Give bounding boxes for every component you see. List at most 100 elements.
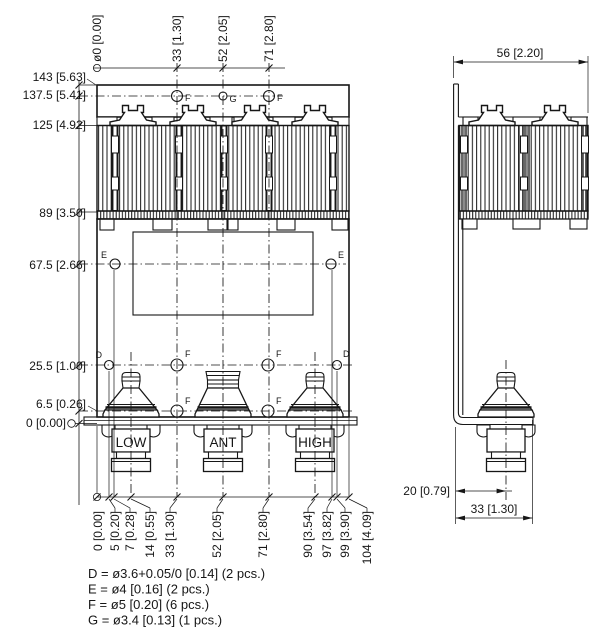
bottom-dim-ticks — [93, 493, 368, 512]
left-dim-label: 6.5 [0.26] — [36, 397, 86, 411]
top-dim-label: 33 [1.30] — [170, 15, 184, 62]
dim-jog-leader — [336, 498, 346, 509]
separator-slot — [175, 176, 183, 191]
top-dim-label: ø0 [0.00] — [90, 15, 104, 62]
dim-tick — [75, 81, 83, 89]
bottom-dim-label: 97 [3.82] — [320, 511, 334, 558]
hole-marker-f: F — [185, 349, 191, 359]
heatsink-clamp — [109, 104, 157, 127]
dim-jog-leader — [326, 498, 333, 509]
dim-jog-leader — [169, 498, 178, 509]
dim-tick — [110, 493, 118, 501]
left-dim-label: 125 [4.92] — [33, 118, 86, 132]
dim-jog-leader — [108, 498, 116, 509]
side-offset-dim — [455, 427, 512, 499]
left-dim-ticks — [75, 81, 83, 428]
datum-circle — [93, 64, 102, 73]
hole-marker-d: D — [96, 350, 103, 360]
bottom-dim-label: 0 [0.00] — [91, 511, 105, 551]
centerlines — [79, 63, 507, 500]
separator-slot — [329, 135, 337, 154]
separator-slot — [111, 176, 119, 191]
bottom-dim-label: 52 [2.05] — [210, 511, 224, 558]
dim-tick — [105, 493, 113, 501]
left-dim-label: 67.5 [2.66] — [29, 258, 86, 272]
hole-marker-d: D — [343, 349, 350, 359]
dim-tick — [265, 493, 273, 501]
heatsink-clamp — [231, 104, 279, 127]
dim-tick — [75, 361, 83, 369]
bottom-dim-label: 99 [3.90] — [338, 511, 352, 558]
separator-slot — [220, 135, 228, 154]
legend-line-e: E = ø4 [0.16] (2 pcs.) — [88, 582, 210, 597]
left-dim-label: 0 [0.00] — [26, 416, 66, 430]
side-width-dim-label: 56 [2.20] — [497, 46, 544, 60]
hole-marker-f: F — [185, 396, 191, 406]
separator-slot — [460, 135, 468, 154]
dim-tick — [345, 493, 353, 501]
dim-jog-leader — [348, 498, 368, 509]
dim-tick — [219, 493, 227, 501]
dim-tick — [75, 419, 83, 428]
heatsink-clamp — [291, 104, 339, 127]
side-depth-dim-label: 33 [1.30] — [471, 502, 518, 516]
hole-marker-e: E — [101, 250, 107, 260]
dim-tick — [173, 64, 181, 72]
bracket-base-plate — [83, 416, 358, 426]
dim-tick — [219, 64, 227, 72]
separator-slot — [581, 135, 589, 154]
legend-line-d: D = ø3.6+0.05/0 [0.14] (2 pcs.) — [88, 566, 265, 581]
separator-slot — [581, 176, 589, 191]
dim-tick — [75, 92, 83, 100]
dim-tick — [75, 260, 83, 268]
left-dim-label: 143 [5.63] — [33, 70, 86, 84]
hole-marker-f: F — [185, 93, 191, 103]
side-depth-dim — [455, 420, 533, 524]
bottom-dim-label: 104 [4.09] — [360, 511, 374, 564]
hole-marker-f: F — [276, 396, 282, 406]
bottom-dim-label: 71 [2.80] — [256, 511, 270, 558]
front-view: LOW ANT HIGH F G F E E D D F F F F — [83, 84, 358, 473]
separator-slot — [220, 176, 228, 191]
dim-tick — [75, 407, 83, 415]
dim-jog-leader — [216, 498, 224, 509]
separator-slot — [111, 135, 119, 154]
bottom-dim-label: 33 [1.30] — [163, 511, 177, 558]
dim-tick — [311, 493, 319, 501]
separator-slot — [520, 135, 528, 154]
dimension-labels: ø0 [0.00] 33 [1.30] 52 [2.05] 71 [2.80] … — [23, 15, 544, 565]
side-width-dim — [453, 56, 589, 113]
hole-marker-f: F — [277, 93, 283, 103]
side-bottom-tabs — [461, 218, 588, 230]
mounting-bracket — [453, 83, 534, 426]
bottom-dim-label: 90 [3.54] — [301, 511, 315, 558]
dim-tick — [75, 121, 83, 130]
dim-tick — [333, 493, 341, 501]
dim-jog-leader — [113, 498, 131, 509]
hole-marker-f: F — [276, 349, 282, 359]
dim-tick — [127, 493, 135, 501]
bottom-dim-label: 5 [0.20] — [108, 511, 122, 551]
separator-slot — [520, 176, 528, 191]
left-dim-label: 137.5 [5.41] — [23, 88, 86, 102]
dim-tick — [75, 208, 83, 216]
separator-slot — [460, 176, 468, 191]
dim-tick — [173, 493, 181, 501]
dim-tick — [265, 64, 273, 72]
hole-marker-g: G — [230, 94, 237, 104]
bottom-tabs-row — [99, 218, 349, 231]
top-dim-ticks — [173, 64, 273, 72]
hole-marker-e: E — [338, 250, 344, 260]
hole-marker-letters: F G F E E D D F F F F — [96, 93, 351, 406]
bottom-dim-label: 7 [0.28] — [123, 511, 137, 551]
dim-jog-leader — [307, 498, 316, 509]
hole-legend: D = ø3.6+0.05/0 [0.14] (2 pcs.) E = ø4 [… — [88, 566, 265, 628]
heatsink-clamp — [468, 104, 516, 127]
dimension-graphics — [67, 56, 589, 524]
legend-line-f: F = ø5 [0.20] (6 pcs.) — [88, 597, 209, 612]
side-view — [453, 83, 589, 473]
side-cavity-separators — [460, 126, 589, 211]
top-dim-label: 71 [2.80] — [262, 15, 276, 62]
side-fin-bottom-rail — [458, 210, 589, 220]
